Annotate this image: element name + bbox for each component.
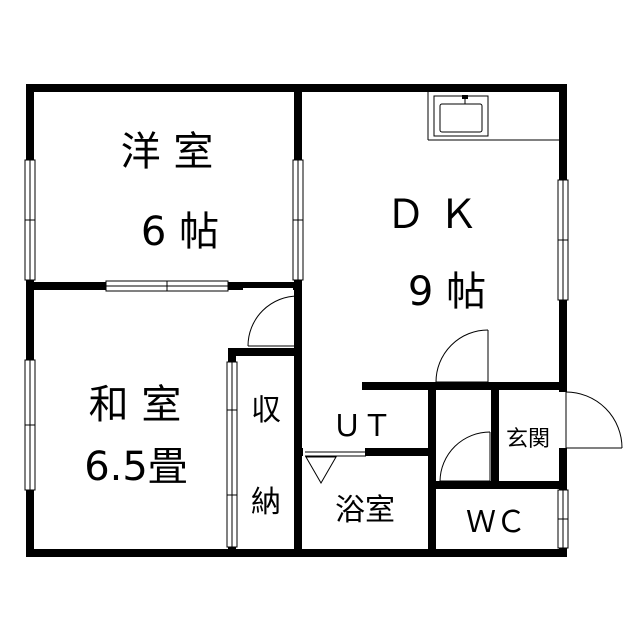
doors (243, 288, 623, 485)
entrance-label: 玄関 (506, 427, 550, 452)
windows (24, 159, 569, 549)
japanese-room-size: 6.5畳 (84, 444, 188, 490)
western-room-name: 洋 室 (121, 129, 214, 175)
room-western: 洋 室 6 帖 (121, 129, 219, 255)
dk-room-size: 9 帖 (408, 269, 486, 315)
kitchen-counter (427, 92, 559, 141)
window-west-lower (24, 359, 36, 491)
door-entrance (559, 391, 623, 449)
room-japanese: 和 室 6.5畳 (84, 382, 188, 490)
door-utility (435, 329, 489, 383)
sliding-door-storage (226, 361, 238, 548)
door-bath (303, 448, 366, 485)
bath-label: 浴室 (335, 493, 395, 528)
japanese-room-name: 和 室 (89, 382, 182, 428)
window-wc (557, 489, 569, 549)
storage-label-bottom: 納 (251, 485, 281, 520)
room-dk: Ｄ Ｋ 9 帖 (386, 192, 486, 315)
door-toilet (439, 431, 491, 482)
dk-room-name: Ｄ Ｋ (386, 192, 479, 238)
western-room-size: 6 帖 (141, 209, 219, 255)
utility-label: ＵＴ (332, 409, 392, 444)
faucet-icon (462, 95, 468, 104)
sliding-door-western (105, 280, 229, 292)
door-japanese-room (243, 288, 299, 347)
toilet-label: ＷＣ (466, 505, 526, 540)
window-east (557, 179, 569, 301)
room-storage: 収 納 (251, 393, 281, 520)
storage-label-top: 収 (251, 393, 281, 428)
window-interior-upper (292, 159, 304, 281)
window-west-upper (24, 159, 36, 281)
